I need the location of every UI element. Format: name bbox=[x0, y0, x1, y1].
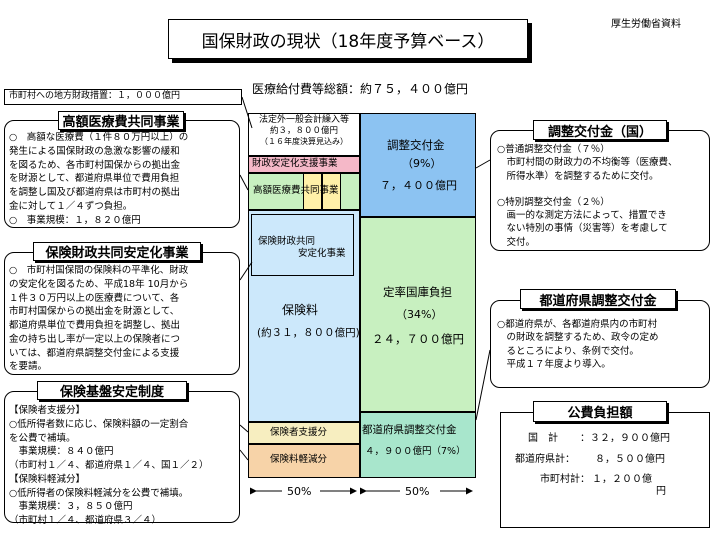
municipal-measure-text: 市町村への地方財政措置：１，０００億円 bbox=[9, 91, 181, 101]
general-transfer-block bbox=[248, 113, 360, 156]
stabilization-body: ○ 市町村国保間の保険料の平準化、財政 の安定化を図るため、平成18年 10月か… bbox=[9, 265, 189, 373]
source-label: 厚生労働省資料 bbox=[611, 19, 681, 30]
public-section bbox=[500, 412, 710, 528]
general-transfer-text: 法定外一般会計繰入等 約３，８００億円 （１６年度決算見込み） bbox=[258, 115, 349, 146]
stabilization-arrow bbox=[239, 261, 253, 281]
public-row-muni-value: １，２００億 bbox=[592, 474, 652, 485]
pref-grant-label: 都道府県調整交付金 bbox=[362, 424, 457, 436]
premium-amount: (約３１，８００億円) bbox=[257, 327, 360, 339]
adj-grant-label: 調整交付金 bbox=[387, 138, 445, 152]
public-header: 公費負担額 bbox=[533, 401, 667, 422]
public-row-national-value: ：３２，９００億円 bbox=[580, 433, 670, 444]
prefectural-body: ○都道府県が、各都道府県内の市町村 の財政を調整するため、政令の定め るところに… bbox=[497, 319, 659, 370]
base-arrow-1 bbox=[239, 424, 249, 433]
public-row-pref-label: 都道府県計： bbox=[515, 454, 575, 465]
high-cost-arrow bbox=[239, 174, 249, 191]
adj-grant-block bbox=[360, 113, 476, 217]
adj-grant-amount: ７，４００億円 bbox=[380, 179, 457, 192]
adjustment-body: ○普通調整交付金（７％） 市町村間の財政力の不均衡等（医療費、 所得水準）を調整… bbox=[497, 144, 678, 248]
base-section bbox=[4, 391, 240, 523]
fiscal-support-block bbox=[248, 156, 360, 173]
municipal-measure-box bbox=[4, 89, 242, 105]
total-medical-cost: 医療給付費等総額：約７５，４００億円 bbox=[252, 82, 469, 96]
municipal-arrow bbox=[241, 96, 253, 129]
insurance-joint-block bbox=[251, 214, 354, 276]
fixed-rate-amount: ２４，７００億円 bbox=[372, 332, 464, 346]
insurance-joint-line1: 保険財政共同 bbox=[258, 236, 316, 247]
public-row-muni-tail: 円 bbox=[656, 486, 666, 497]
insurer-support-block bbox=[248, 422, 360, 444]
high-cost-yellow-2 bbox=[322, 173, 341, 210]
fiscal-support-label: 財政安定化支援事業 bbox=[252, 158, 338, 169]
adj-grant-pct: （9%） bbox=[402, 157, 442, 170]
high-cost-joint-label: 高額医療費共同事業 bbox=[253, 185, 339, 196]
public-row-pref-value: ８，５００億円 bbox=[595, 454, 665, 465]
fixed-rate-block bbox=[360, 217, 476, 412]
insurance-joint-line2: 安定化事業 bbox=[298, 248, 346, 259]
adjustment-arrow bbox=[475, 159, 491, 169]
adjustment-header: 調整交付金（国） bbox=[533, 120, 667, 140]
high-cost-header: 高額医療費共同事業 bbox=[58, 111, 184, 130]
prefectural-header: 都道府県調整交付金 bbox=[520, 289, 676, 309]
page-title: 国保財政の現状（18年度予算ベース） bbox=[168, 19, 528, 59]
public-row-muni-label: 市町村計： bbox=[540, 474, 590, 485]
high-cost-yellow-1 bbox=[303, 173, 322, 210]
adjustment-section bbox=[490, 130, 710, 251]
right-pct-label: 50% bbox=[405, 485, 430, 498]
base-body: 【保険者支援分】 ○低所得者数に応じ、保険料額の一定割合 を公費で補填。 事業規… bbox=[9, 405, 209, 527]
fixed-rate-label: 定率国庫負担 bbox=[383, 285, 452, 299]
premium-reduction-label: 保険料軽減分 bbox=[270, 454, 328, 465]
premium-label: 保険料 bbox=[282, 303, 319, 317]
high-cost-body: ○ 高額な医療費（１件８０万円以上）の 発生による国保財政の急激な影響の緩和 を… bbox=[9, 132, 189, 226]
stabilization-section bbox=[4, 252, 240, 375]
left-pct-label: 50% bbox=[287, 485, 312, 498]
base-arrow-2 bbox=[239, 449, 249, 461]
high-cost-section bbox=[4, 120, 240, 228]
base-header: 保険基盤安定制度 bbox=[37, 381, 187, 400]
pref-grant-amount: ４，９００億円（7%） bbox=[365, 446, 466, 457]
premium-reduction-block bbox=[248, 444, 360, 478]
public-row-national-label: 国 計 bbox=[528, 433, 558, 444]
pref-grant-block bbox=[360, 412, 476, 478]
fixed-rate-pct: （34%） bbox=[396, 308, 443, 321]
prefectural-arrow bbox=[475, 349, 491, 421]
stabilization-header: 保険財政共同安定化事業 bbox=[33, 242, 201, 261]
insurer-support-label: 保険者支援分 bbox=[270, 427, 328, 438]
